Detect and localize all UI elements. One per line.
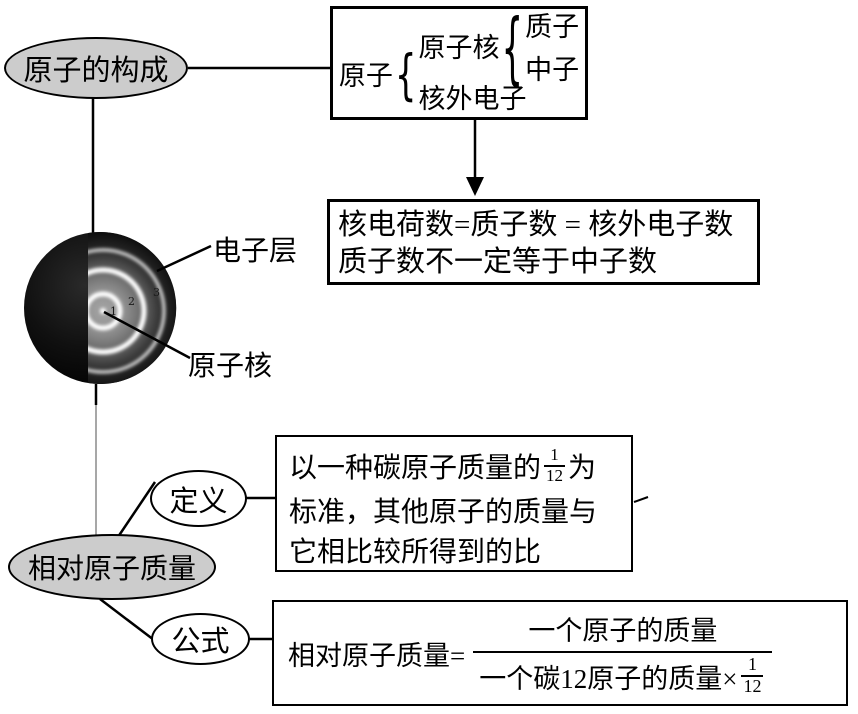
definition-line-3: 它相比较所得到的比 (289, 537, 542, 568)
node-formula-label: 公式 (171, 626, 230, 658)
fraction-numerator: 1 (747, 654, 757, 675)
connector-mass-to-formula (99, 598, 155, 641)
brace-box: 原子 { 原子核 { 质子 中子 核外电子 (330, 6, 588, 120)
electron-shell-label: 电子层 (213, 236, 298, 267)
formula-denominator: 一个碳12原子的质量× 1 12 (473, 651, 773, 697)
brace-proton-label: 质子 (525, 11, 580, 42)
shell-number-1: 1 (110, 305, 117, 318)
brace-electron-label: 核外电子 (418, 83, 527, 114)
brace-root-label: 原子 (338, 60, 393, 91)
fraction-one-twelfth: 1 12 (544, 445, 566, 485)
formula-fraction: 一个原子的质量 一个碳12原子的质量× 1 12 (473, 609, 773, 697)
definition-line-2: 标准，其他原子的质量与 (289, 497, 598, 528)
formula-box: 相对原子质量= 一个原子的质量 一个碳12原子的质量× 1 12 (272, 600, 848, 706)
arrow-head-icon (466, 177, 484, 196)
node-relative-atomic-mass: 相对原子质量 (8, 534, 216, 600)
brace-icon: { (394, 44, 417, 108)
atom-image: 1 2 3 (24, 231, 177, 385)
shell-number-3: 3 (153, 286, 160, 299)
definition-line1-after: 为 (568, 453, 597, 484)
leader-electron-shell (156, 244, 212, 273)
node-formula: 公式 (151, 613, 250, 665)
node-relative-atomic-mass-label: 相对原子质量 (27, 554, 196, 585)
node-atom-composition-label: 原子的构成 (23, 55, 169, 87)
conclusion-line-1: 核电荷数=质子数 = 核外电子数 (338, 209, 734, 241)
node-definition-label: 定义 (169, 485, 228, 518)
node-atom-composition: 原子的构成 (4, 37, 188, 99)
leader-nucleus (103, 310, 191, 360)
formula-numerator: 一个原子的质量 (528, 616, 718, 647)
brace-icon: { (501, 2, 524, 95)
brace-nucleus-label: 原子核 (418, 33, 500, 63)
definition-box: 以一种碳原子质量的 1 12 为 标准，其他原子的质量与 它相比较所得到的比 (275, 435, 633, 572)
definition-line-1: 以一种碳原子质量的 1 12 为 (289, 439, 631, 493)
nucleus-label: 原子核 (188, 351, 273, 382)
formula-lhs: 相对原子质量= (288, 640, 466, 671)
brace-neutron-label: 中子 (525, 54, 580, 85)
definition-line1-before: 以一种碳原子质量的 (289, 453, 542, 484)
fraction-one-twelfth: 1 12 (741, 654, 764, 697)
fraction-numerator: 1 (550, 445, 559, 465)
fraction-denominator: 12 (544, 465, 566, 485)
conclusion-box: 核电荷数=质子数 = 核外电子数 质子数不一定等于中子数 (327, 199, 760, 285)
tick-definition-box-right (633, 496, 649, 503)
connector-mass-to-definition (116, 481, 157, 538)
shell-number-2: 2 (128, 295, 135, 308)
formula-denominator-text: 一个碳12原子的质量× (479, 663, 738, 694)
conclusion-line-2: 质子数不一定等于中子数 (338, 246, 658, 278)
electron-shell-rings (88, 248, 166, 374)
fraction-denominator: 12 (741, 675, 764, 696)
node-definition: 定义 (150, 470, 247, 527)
